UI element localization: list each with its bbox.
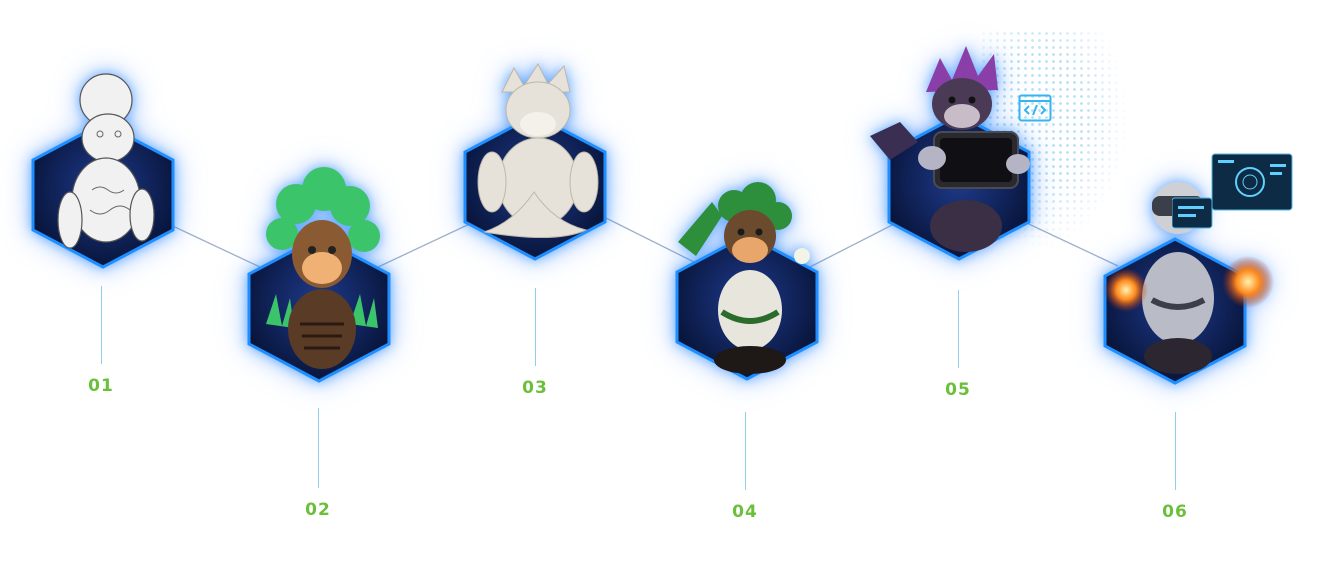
connector-4-5 — [803, 219, 903, 271]
connector-1-2 — [159, 219, 263, 269]
connector-3-4 — [593, 211, 695, 263]
sketch-monkey-icon — [31, 73, 175, 269]
step-5-hexagon[interactable] — [870, 46, 1032, 262]
step-1-number: 01 — [88, 376, 114, 396]
green-monkey-icon — [247, 167, 391, 383]
textured-monkey-icon — [675, 182, 819, 381]
step-3-stem — [535, 288, 536, 366]
step-4-stem — [745, 412, 746, 490]
holo-screens-decoration — [1172, 152, 1294, 236]
white-sculpt-monkey-icon — [463, 62, 607, 261]
step-2-hexagon[interactable] — [246, 167, 392, 384]
code-window-icon — [1018, 94, 1052, 122]
step-6-stem — [1175, 412, 1176, 490]
step-3-number: 03 — [522, 378, 548, 398]
step-4-number: 04 — [732, 502, 758, 522]
connector-2-3 — [375, 219, 479, 269]
step-6-number: 06 — [1162, 502, 1188, 522]
step-5-stem — [958, 290, 959, 368]
step-6-hexagon[interactable] — [1102, 182, 1274, 386]
step-1-stem — [101, 286, 102, 364]
step-4-hexagon[interactable] — [674, 182, 820, 382]
step-2-number: 02 — [305, 500, 331, 520]
step-2-stem — [318, 408, 319, 488]
step-3-hexagon[interactable] — [462, 62, 608, 262]
step-1-hexagon[interactable] — [30, 73, 176, 270]
vr-monkey-icon — [1103, 182, 1274, 385]
step-5-number: 05 — [945, 380, 971, 400]
tablet-monkey-icon — [870, 46, 1031, 261]
